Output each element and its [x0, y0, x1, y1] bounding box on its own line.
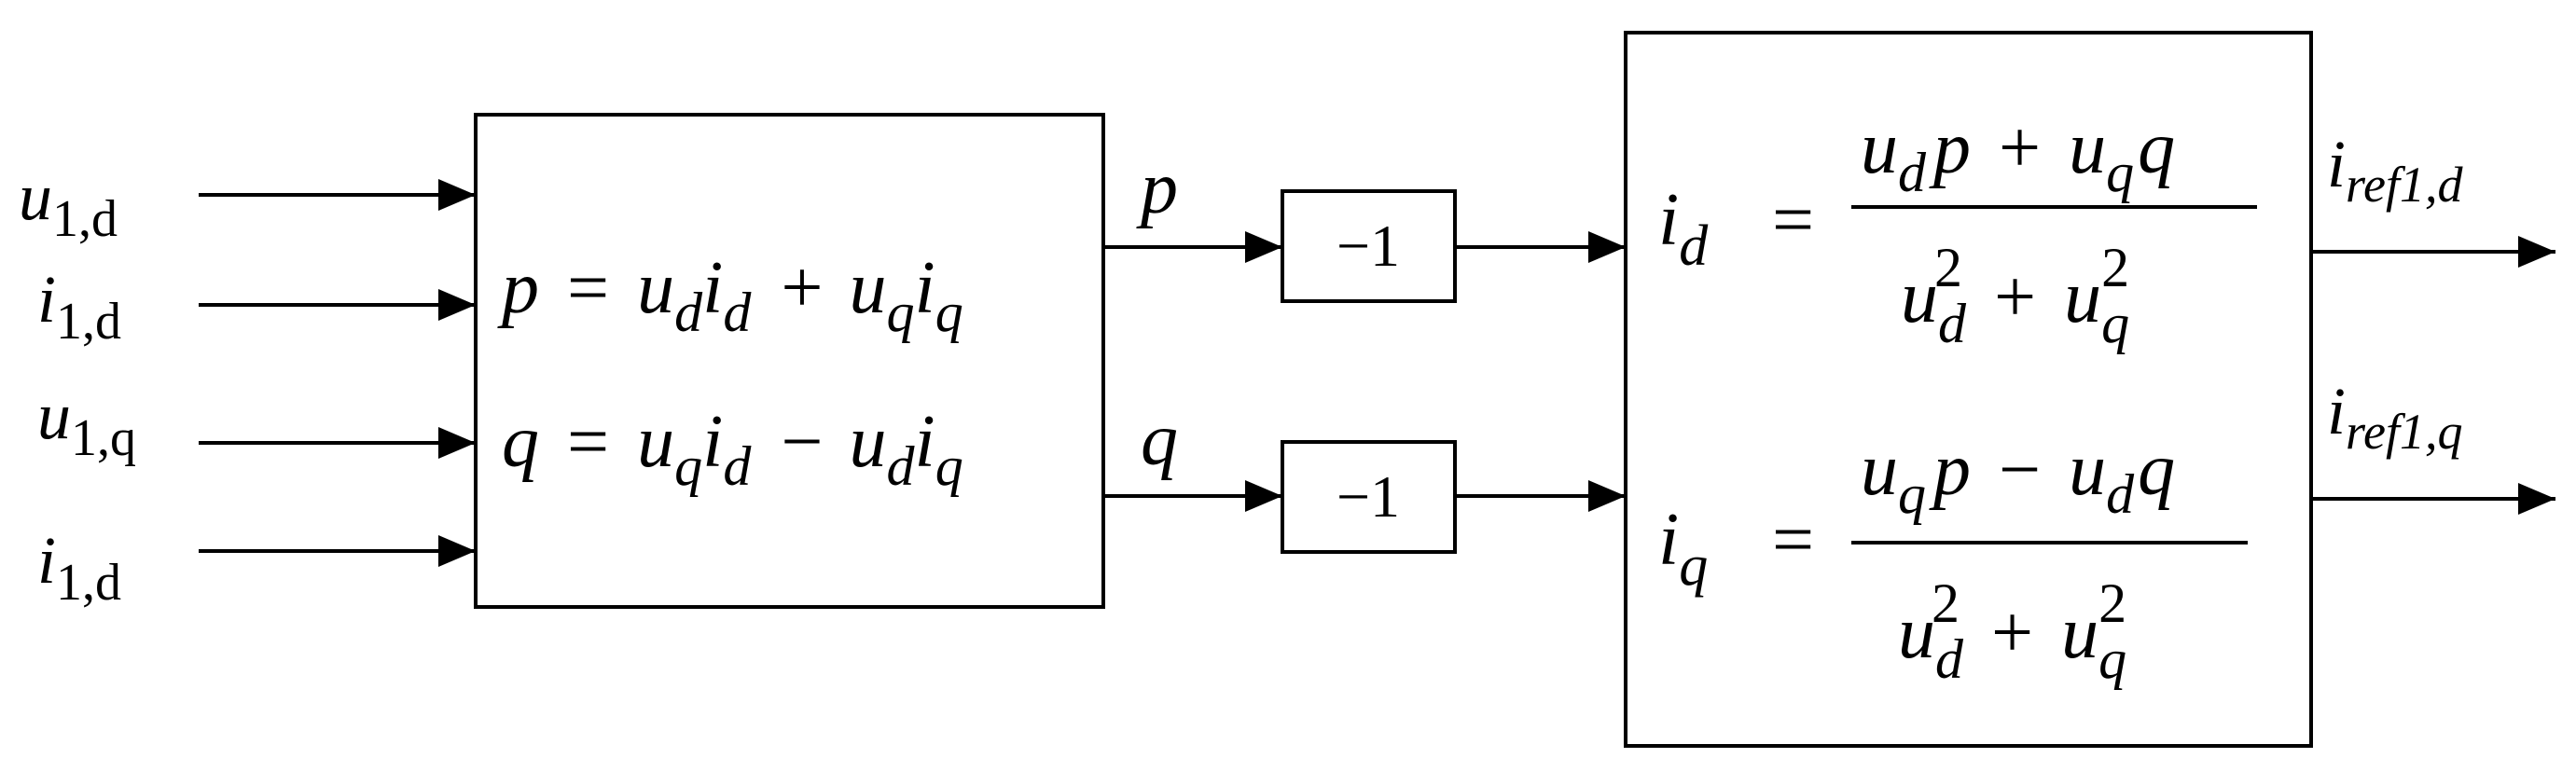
signal-label-q: q	[1141, 399, 1178, 481]
input-label-i1d-first: i1,d	[37, 262, 121, 351]
output-label-iref-d: iref1,d	[2327, 127, 2463, 213]
current-ref-block	[1624, 31, 2313, 748]
gain-value-bottom: −1	[1336, 463, 1400, 530]
id-equals: =	[1772, 179, 1814, 261]
iq-lhs: iq	[1658, 499, 1708, 598]
id-lhs: id	[1658, 179, 1709, 278]
gain-value-top: −1	[1336, 213, 1400, 279]
id-denominator: ud2 + uq2	[1901, 221, 2129, 354]
output-label-iref-q: iref1,q	[2327, 374, 2463, 460]
power-equation-p: p = udid + uqiq	[497, 247, 963, 348]
iq-equals: =	[1772, 499, 1814, 581]
input-label-u1d: u1,d	[19, 159, 118, 248]
signal-label-p: p	[1136, 147, 1178, 229]
input-label-i1d-second: i1,d	[37, 523, 121, 612]
iq-denominator: ud2 + uq2	[1898, 557, 2126, 690]
power-calc-block	[474, 113, 1105, 609]
input-label-u1q: u1,q	[37, 379, 136, 467]
power-equation-q: q = uqid − udiq	[502, 401, 963, 502]
